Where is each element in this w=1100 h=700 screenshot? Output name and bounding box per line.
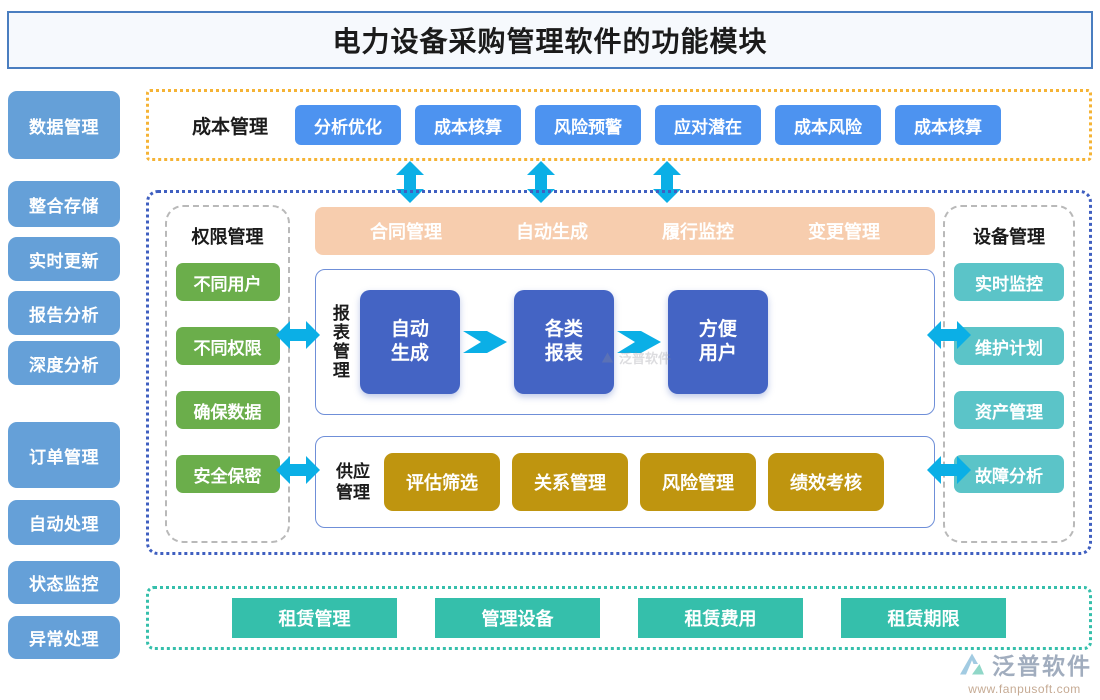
permission-chip-3[interactable]: 确保数据 [175, 391, 280, 429]
horizontal-double-arrow-1 [276, 320, 320, 350]
contract-item-4[interactable]: 变更管理 [808, 222, 880, 242]
page-title-bar: 电力设备采购管理软件的功能模块 [7, 11, 1093, 69]
supplier-label-line: 管理 [336, 483, 370, 502]
report-flow-node-line: 生成 [390, 343, 429, 364]
rental-chip-3[interactable]: 租赁费用 [638, 598, 803, 638]
equipment-chip-2[interactable]: 维护计划 [954, 327, 1064, 365]
supplier-chip-4[interactable]: 绩效考核 [768, 453, 884, 511]
report-flow-node-1[interactable]: 自动生成 [359, 290, 460, 394]
corner-watermark: 泛普软件 www.fanpusoft.com [957, 647, 1092, 696]
contract-item-1[interactable]: 合同管理 [370, 222, 442, 242]
sidebar-item-label: 异常处理 [29, 630, 99, 649]
brand-url: www.fanpusoft.com [968, 682, 1081, 696]
core-modules-panel: 权限管理 不同用户不同权限确保数据安全保密 合同管理自动生成履行监控变更管理 报… [146, 190, 1092, 555]
contract-item-2[interactable]: 自动生成 [516, 222, 588, 242]
permission-management-title: 权限管理 [191, 227, 264, 247]
sidebar-item-4[interactable]: 报告分析 [8, 291, 120, 335]
contract-item-group: 合同管理 自动生成 履行监控 变更管理 [333, 218, 917, 244]
equipment-chip-4[interactable]: 故障分析 [954, 455, 1064, 493]
sidebar-item-label: 实时更新 [29, 251, 99, 271]
sidebar-item-label: 报告分析 [29, 305, 99, 325]
sidebar-item-7[interactable]: 自动处理 [8, 500, 120, 545]
supplier-management-box: 供应管理 评估筛选关系管理风险管理绩效考核 [315, 436, 935, 528]
sidebar-item-1[interactable]: 数据管理 [8, 91, 120, 159]
cost-button-6[interactable]: 成本核算 [895, 105, 1001, 145]
sidebar-item-label: 整合存储 [29, 196, 99, 216]
supplier-management-label: 供应管理 [330, 461, 376, 504]
flow-arrow-2 [614, 327, 668, 357]
report-flow-group: 自动生成各类报表方便用户 [359, 290, 768, 394]
supplier-label-line: 供应 [336, 461, 370, 481]
cost-button-4[interactable]: 应对潜在 [655, 105, 761, 145]
sidebar-item-6[interactable]: 订单管理 [8, 422, 120, 488]
sidebar-item-9[interactable]: 异常处理 [8, 616, 120, 659]
horizontal-double-arrow-3 [927, 320, 971, 350]
horizontal-double-arrow-4 [927, 455, 971, 485]
permission-chip-1[interactable]: 不同用户 [175, 263, 280, 301]
sidebar-item-label: 深度分析 [29, 355, 99, 375]
supplier-chip-group: 评估筛选关系管理风险管理绩效考核 [384, 453, 896, 511]
report-flow-node-line: 方便 [698, 319, 737, 341]
horizontal-double-arrow-2 [276, 455, 320, 485]
brand-logo-icon [960, 653, 984, 675]
report-flow-node-line: 报表 [544, 343, 583, 364]
sidebar-item-3[interactable]: 实时更新 [8, 237, 120, 281]
contract-management-bar: 合同管理 自动生成 履行监控 变更管理 [315, 207, 935, 255]
rental-chip-1[interactable]: 租赁管理 [232, 598, 397, 638]
report-flow-node-line: 用户 [698, 343, 737, 364]
report-flow-node-2[interactable]: 各类报表 [513, 290, 614, 394]
sidebar-item-5[interactable]: 深度分析 [8, 341, 120, 385]
sidebar-item-2[interactable]: 整合存储 [8, 181, 120, 227]
supplier-chip-1[interactable]: 评估筛选 [384, 453, 500, 511]
cost-management-panel: 成本管理 分析优化成本核算风险预警应对潜在成本风险成本核算 [146, 89, 1092, 161]
page-title: 电力设备采购管理软件的功能模块 [332, 26, 768, 57]
report-management-box: 报表管理 自动生成各类报表方便用户 [315, 269, 935, 415]
sidebar-item-label: 订单管理 [29, 447, 99, 467]
brand-name: 泛普软件 [992, 653, 1092, 679]
equipment-chip-3[interactable]: 资产管理 [954, 391, 1064, 429]
equipment-chip-group: 实时监控维护计划资产管理故障分析 [954, 263, 1064, 493]
supplier-chip-3[interactable]: 风险管理 [640, 453, 756, 511]
equipment-management-group: 设备管理 实时监控维护计划资产管理故障分析 [943, 205, 1075, 543]
rental-chip-4[interactable]: 租赁期限 [841, 598, 1006, 638]
supplier-chip-2[interactable]: 关系管理 [512, 453, 628, 511]
cost-button-3[interactable]: 风险预警 [535, 105, 641, 145]
permission-chip-group: 不同用户不同权限确保数据安全保密 [175, 263, 280, 493]
report-flow-node-line: 自动 [390, 319, 429, 341]
equipment-management-title: 设备管理 [973, 227, 1045, 247]
cost-button-group: 分析优化成本核算风险预警应对潜在成本风险成本核算 [295, 105, 1015, 145]
cost-button-5[interactable]: 成本风险 [775, 105, 881, 145]
rental-chip-group: 租赁管理管理设备租赁费用租赁期限 [232, 598, 1006, 638]
permission-chip-2[interactable]: 不同权限 [175, 327, 280, 365]
sidebar-item-label: 自动处理 [29, 515, 99, 534]
sidebar-item-8[interactable]: 状态监控 [8, 561, 120, 604]
equipment-chip-1[interactable]: 实时监控 [954, 263, 1064, 301]
contract-item-3[interactable]: 履行监控 [662, 222, 734, 242]
permission-management-group: 权限管理 不同用户不同权限确保数据安全保密 [165, 205, 290, 543]
cost-button-1[interactable]: 分析优化 [295, 105, 401, 145]
rental-chip-2[interactable]: 管理设备 [435, 598, 600, 638]
cost-management-label: 成本管理 [191, 116, 268, 138]
sidebar-item-label: 数据管理 [29, 117, 99, 137]
rental-management-panel: 租赁管理管理设备租赁费用租赁期限 [146, 586, 1092, 650]
flow-arrow-1 [460, 327, 514, 357]
report-management-label: 报表管理 [329, 304, 349, 380]
sidebar-item-label: 状态监控 [29, 575, 99, 594]
report-flow-node-line: 各类 [544, 319, 583, 341]
permission-chip-4[interactable]: 安全保密 [175, 455, 280, 493]
cost-button-2[interactable]: 成本核算 [415, 105, 521, 145]
report-flow-node-3[interactable]: 方便用户 [667, 290, 768, 394]
